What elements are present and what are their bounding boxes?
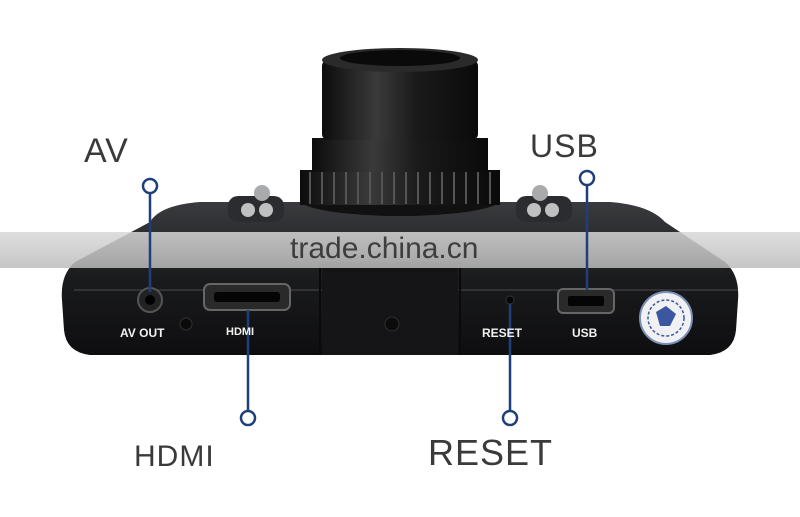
callout-usb bbox=[578, 169, 596, 290]
watermark-band bbox=[0, 232, 800, 268]
center-screw bbox=[384, 316, 400, 332]
led-pod-right bbox=[516, 185, 572, 222]
led-pod-left bbox=[228, 185, 284, 222]
hdmi-port bbox=[203, 283, 291, 311]
av-out-port-label: AV OUT bbox=[120, 326, 165, 340]
usb-port-label: USB bbox=[572, 326, 598, 340]
usb-callout-label: USB bbox=[530, 128, 599, 164]
callout-reset bbox=[501, 304, 519, 427]
reset-hole bbox=[505, 295, 515, 305]
hdmi-callout-label: HDMI bbox=[134, 440, 215, 473]
av-callout-label: AV bbox=[84, 132, 129, 170]
callout-hdmi bbox=[239, 310, 257, 427]
callout-av bbox=[141, 177, 159, 292]
watermark-text: trade.china.cn bbox=[290, 232, 479, 265]
usb-port bbox=[557, 288, 615, 314]
av-out-port bbox=[137, 287, 163, 313]
mic-hole bbox=[179, 317, 193, 331]
reset-callout-label: RESET bbox=[428, 432, 554, 473]
hdmi-port-label: HDMI bbox=[226, 326, 255, 338]
reset-port-label: RESET bbox=[482, 326, 523, 340]
quality-seal-icon bbox=[639, 291, 693, 345]
lens-assembly bbox=[300, 48, 500, 216]
